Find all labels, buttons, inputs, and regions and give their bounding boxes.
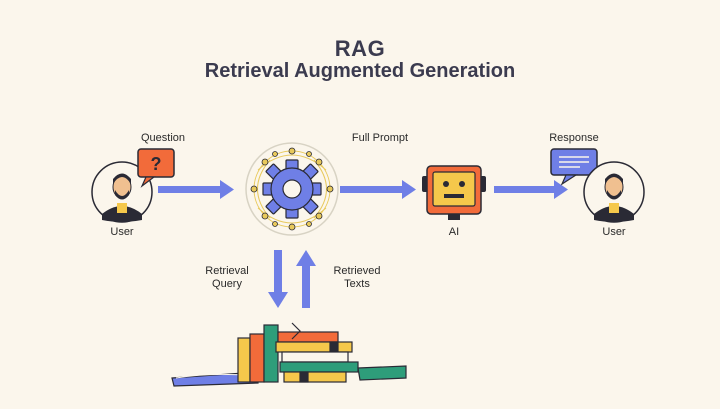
- ai-label: AI: [448, 226, 460, 238]
- gear-icon: [245, 142, 339, 236]
- user-avatar-icon: [583, 161, 645, 223]
- diagram-title: RAG: [334, 36, 386, 61]
- ai-robot-icon: [422, 165, 486, 220]
- arrow-to-user: [494, 180, 568, 199]
- books-icon: [171, 322, 407, 387]
- question-bubble-icon: ?: [137, 148, 175, 188]
- user-avatar-icon: [91, 161, 153, 223]
- full-prompt-label: Full Prompt: [351, 132, 409, 144]
- user-right-label: User: [602, 226, 626, 238]
- user-left-label: User: [110, 226, 134, 238]
- retrieval-query-label: Retrieval Query: [192, 265, 262, 291]
- diagram-subtitle: Retrieval Augmented Generation: [204, 60, 516, 82]
- retrieved-texts-line-2: Texts: [344, 278, 370, 290]
- retrieval-query-line-2: Query: [212, 278, 242, 290]
- response-bubble-icon: [550, 148, 598, 186]
- question-label: Question: [140, 132, 186, 144]
- retrieval-query-line-1: Retrieval: [205, 265, 249, 277]
- retrieved-texts-label: Retrieved Texts: [322, 265, 392, 291]
- svg-text:?: ?: [151, 154, 162, 174]
- arrow-to-ai: [340, 180, 416, 199]
- retrieved-texts-line-1: Retrieved: [333, 265, 381, 277]
- response-label: Response: [549, 132, 599, 144]
- arrow-retrieved-texts: [296, 250, 316, 308]
- arrow-to-gear: [158, 180, 234, 199]
- arrow-retrieval-query: [268, 250, 288, 308]
